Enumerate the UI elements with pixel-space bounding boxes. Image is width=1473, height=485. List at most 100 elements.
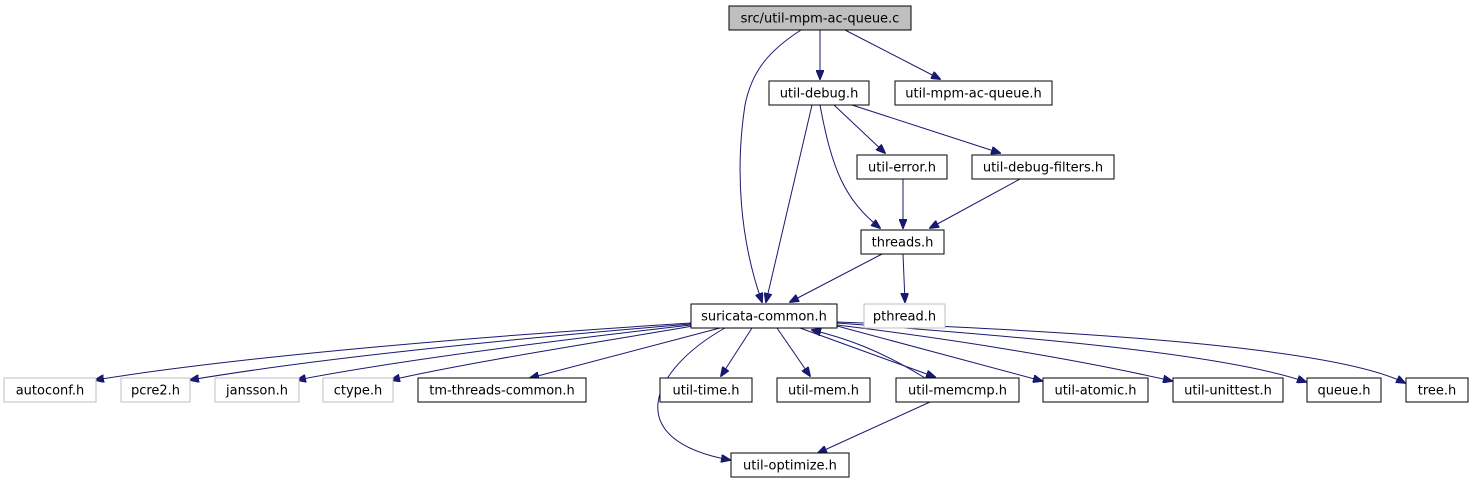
node-label: util-optimize.h — [743, 459, 837, 474]
node-box — [3, 377, 97, 403]
edge-line — [95, 322, 692, 380]
node-label: util-time.h — [673, 384, 740, 399]
edge-util-memcmp-to-suricata-common — [812, 330, 926, 379]
node-box — [120, 377, 191, 403]
edge-line — [739, 29, 802, 302]
edge-line — [930, 178, 1021, 228]
node-label: util-error.h — [868, 161, 936, 176]
edge-suricata-common-to-tm-threads-common — [530, 327, 721, 378]
node-label: ctype.h — [334, 384, 383, 399]
edge-line — [776, 327, 810, 376]
edge-threads-to-pthread — [903, 253, 905, 302]
edge-util-debug-to-util-debug-filters — [851, 104, 1000, 153]
node-pthread: pthread.h — [863, 303, 946, 329]
edge-line — [721, 327, 753, 376]
edge-util-memcmp-to-util-optimize — [818, 401, 931, 453]
edge-suricata-common-to-jansson — [297, 324, 692, 380]
node-box — [690, 303, 838, 329]
node-box — [860, 229, 945, 255]
node-util-optimize[interactable]: util-optimize.h — [730, 452, 850, 478]
edge-root-to-suricata-common — [739, 29, 802, 302]
edge-line — [799, 327, 935, 377]
edge-line — [844, 29, 940, 79]
node-label: tm-threads-common.h — [429, 384, 575, 399]
edge-suricata-common-to-util-optimize — [657, 327, 730, 460]
node-label: threads.h — [872, 236, 934, 251]
node-root[interactable]: src/util-mpm-ac-queue.c — [728, 5, 912, 31]
node-util-mpm-ac-queue[interactable]: util-mpm-ac-queue.h — [894, 80, 1053, 106]
node-label: queue.h — [1317, 384, 1370, 399]
node-util-mem[interactable]: util-mem.h — [776, 377, 871, 403]
node-pcre2: pcre2.h — [120, 377, 191, 403]
edge-line — [833, 104, 885, 153]
edge-line — [851, 104, 1000, 153]
edge-line — [530, 327, 721, 378]
edge-line — [657, 327, 730, 460]
node-tree[interactable]: tree.h — [1405, 377, 1469, 403]
nodes-layer: src/util-mpm-ac-queue.c util-debug.h util-… — [3, 5, 1469, 478]
node-box — [659, 377, 753, 403]
edge-util-debug-filters-to-threads — [930, 178, 1021, 228]
edge-line — [766, 104, 813, 302]
edge-suricata-common-to-util-time — [721, 327, 753, 376]
edge-line — [836, 322, 1306, 382]
edge-suricata-common-to-queue — [836, 322, 1306, 382]
node-util-unittest[interactable]: util-unittest.h — [1172, 377, 1284, 403]
edge-line — [818, 401, 931, 453]
node-util-debug[interactable]: util-debug.h — [768, 80, 870, 106]
edge-util-debug-to-threads — [819, 104, 880, 228]
node-label: suricata-common.h — [701, 310, 827, 325]
node-util-time[interactable]: util-time.h — [659, 377, 753, 403]
node-box — [894, 80, 1053, 106]
node-box — [895, 377, 1020, 403]
node-queue[interactable]: queue.h — [1306, 377, 1382, 403]
node-suricata-common[interactable]: suricata-common.h — [690, 303, 838, 329]
node-box — [1042, 377, 1149, 403]
node-box — [863, 303, 946, 329]
node-threads[interactable]: threads.h — [860, 229, 945, 255]
edge-util-debug-to-util-error — [833, 104, 885, 153]
edge-suricata-common-to-tree — [836, 321, 1405, 383]
node-util-debug-filters[interactable]: util-debug-filters.h — [971, 154, 1115, 180]
node-box — [1306, 377, 1382, 403]
edge-suricata-common-to-ctype — [391, 325, 694, 380]
node-util-memcmp[interactable]: util-memcmp.h — [895, 377, 1020, 403]
node-label: src/util-mpm-ac-queue.c — [741, 12, 900, 27]
edge-suricata-common-to-autoconf — [95, 322, 692, 380]
edge-line — [903, 253, 905, 302]
node-label: autoconf.h — [16, 384, 85, 399]
node-box — [1172, 377, 1284, 403]
node-label: util-atomic.h — [1054, 384, 1136, 399]
edge-line — [836, 321, 1405, 383]
edge-root-to-util-mpm-ac-queue — [844, 29, 940, 79]
edge-line — [391, 325, 694, 380]
node-box — [728, 5, 912, 31]
edge-line — [812, 330, 926, 379]
edge-suricata-common-to-util-unittest — [836, 324, 1172, 381]
edge-line — [790, 253, 883, 302]
node-label: util-unittest.h — [1184, 384, 1272, 399]
node-tm-threads-common[interactable]: tm-threads-common.h — [417, 377, 587, 403]
edge-line — [836, 324, 1172, 381]
edge-suricata-common-to-util-atomic — [836, 325, 1042, 381]
edges-layer — [95, 29, 1405, 460]
edge-suricata-common-to-pcre2 — [190, 323, 692, 380]
edge-line — [190, 323, 692, 380]
edge-suricata-common-to-util-memcmp — [799, 327, 935, 377]
edge-line — [297, 324, 692, 380]
node-box — [417, 377, 587, 403]
node-box — [776, 377, 871, 403]
edge-threads-to-suricata-common — [790, 253, 883, 302]
node-box — [730, 452, 850, 478]
node-util-error[interactable]: util-error.h — [856, 154, 948, 180]
node-util-atomic[interactable]: util-atomic.h — [1042, 377, 1149, 403]
node-label: util-debug.h — [780, 87, 859, 102]
node-box — [1405, 377, 1469, 403]
node-label: pcre2.h — [131, 384, 180, 399]
node-label: util-debug-filters.h — [983, 161, 1103, 176]
node-autoconf: autoconf.h — [3, 377, 97, 403]
node-box — [768, 80, 870, 106]
node-label: jansson.h — [225, 384, 288, 399]
edge-line — [836, 325, 1042, 381]
